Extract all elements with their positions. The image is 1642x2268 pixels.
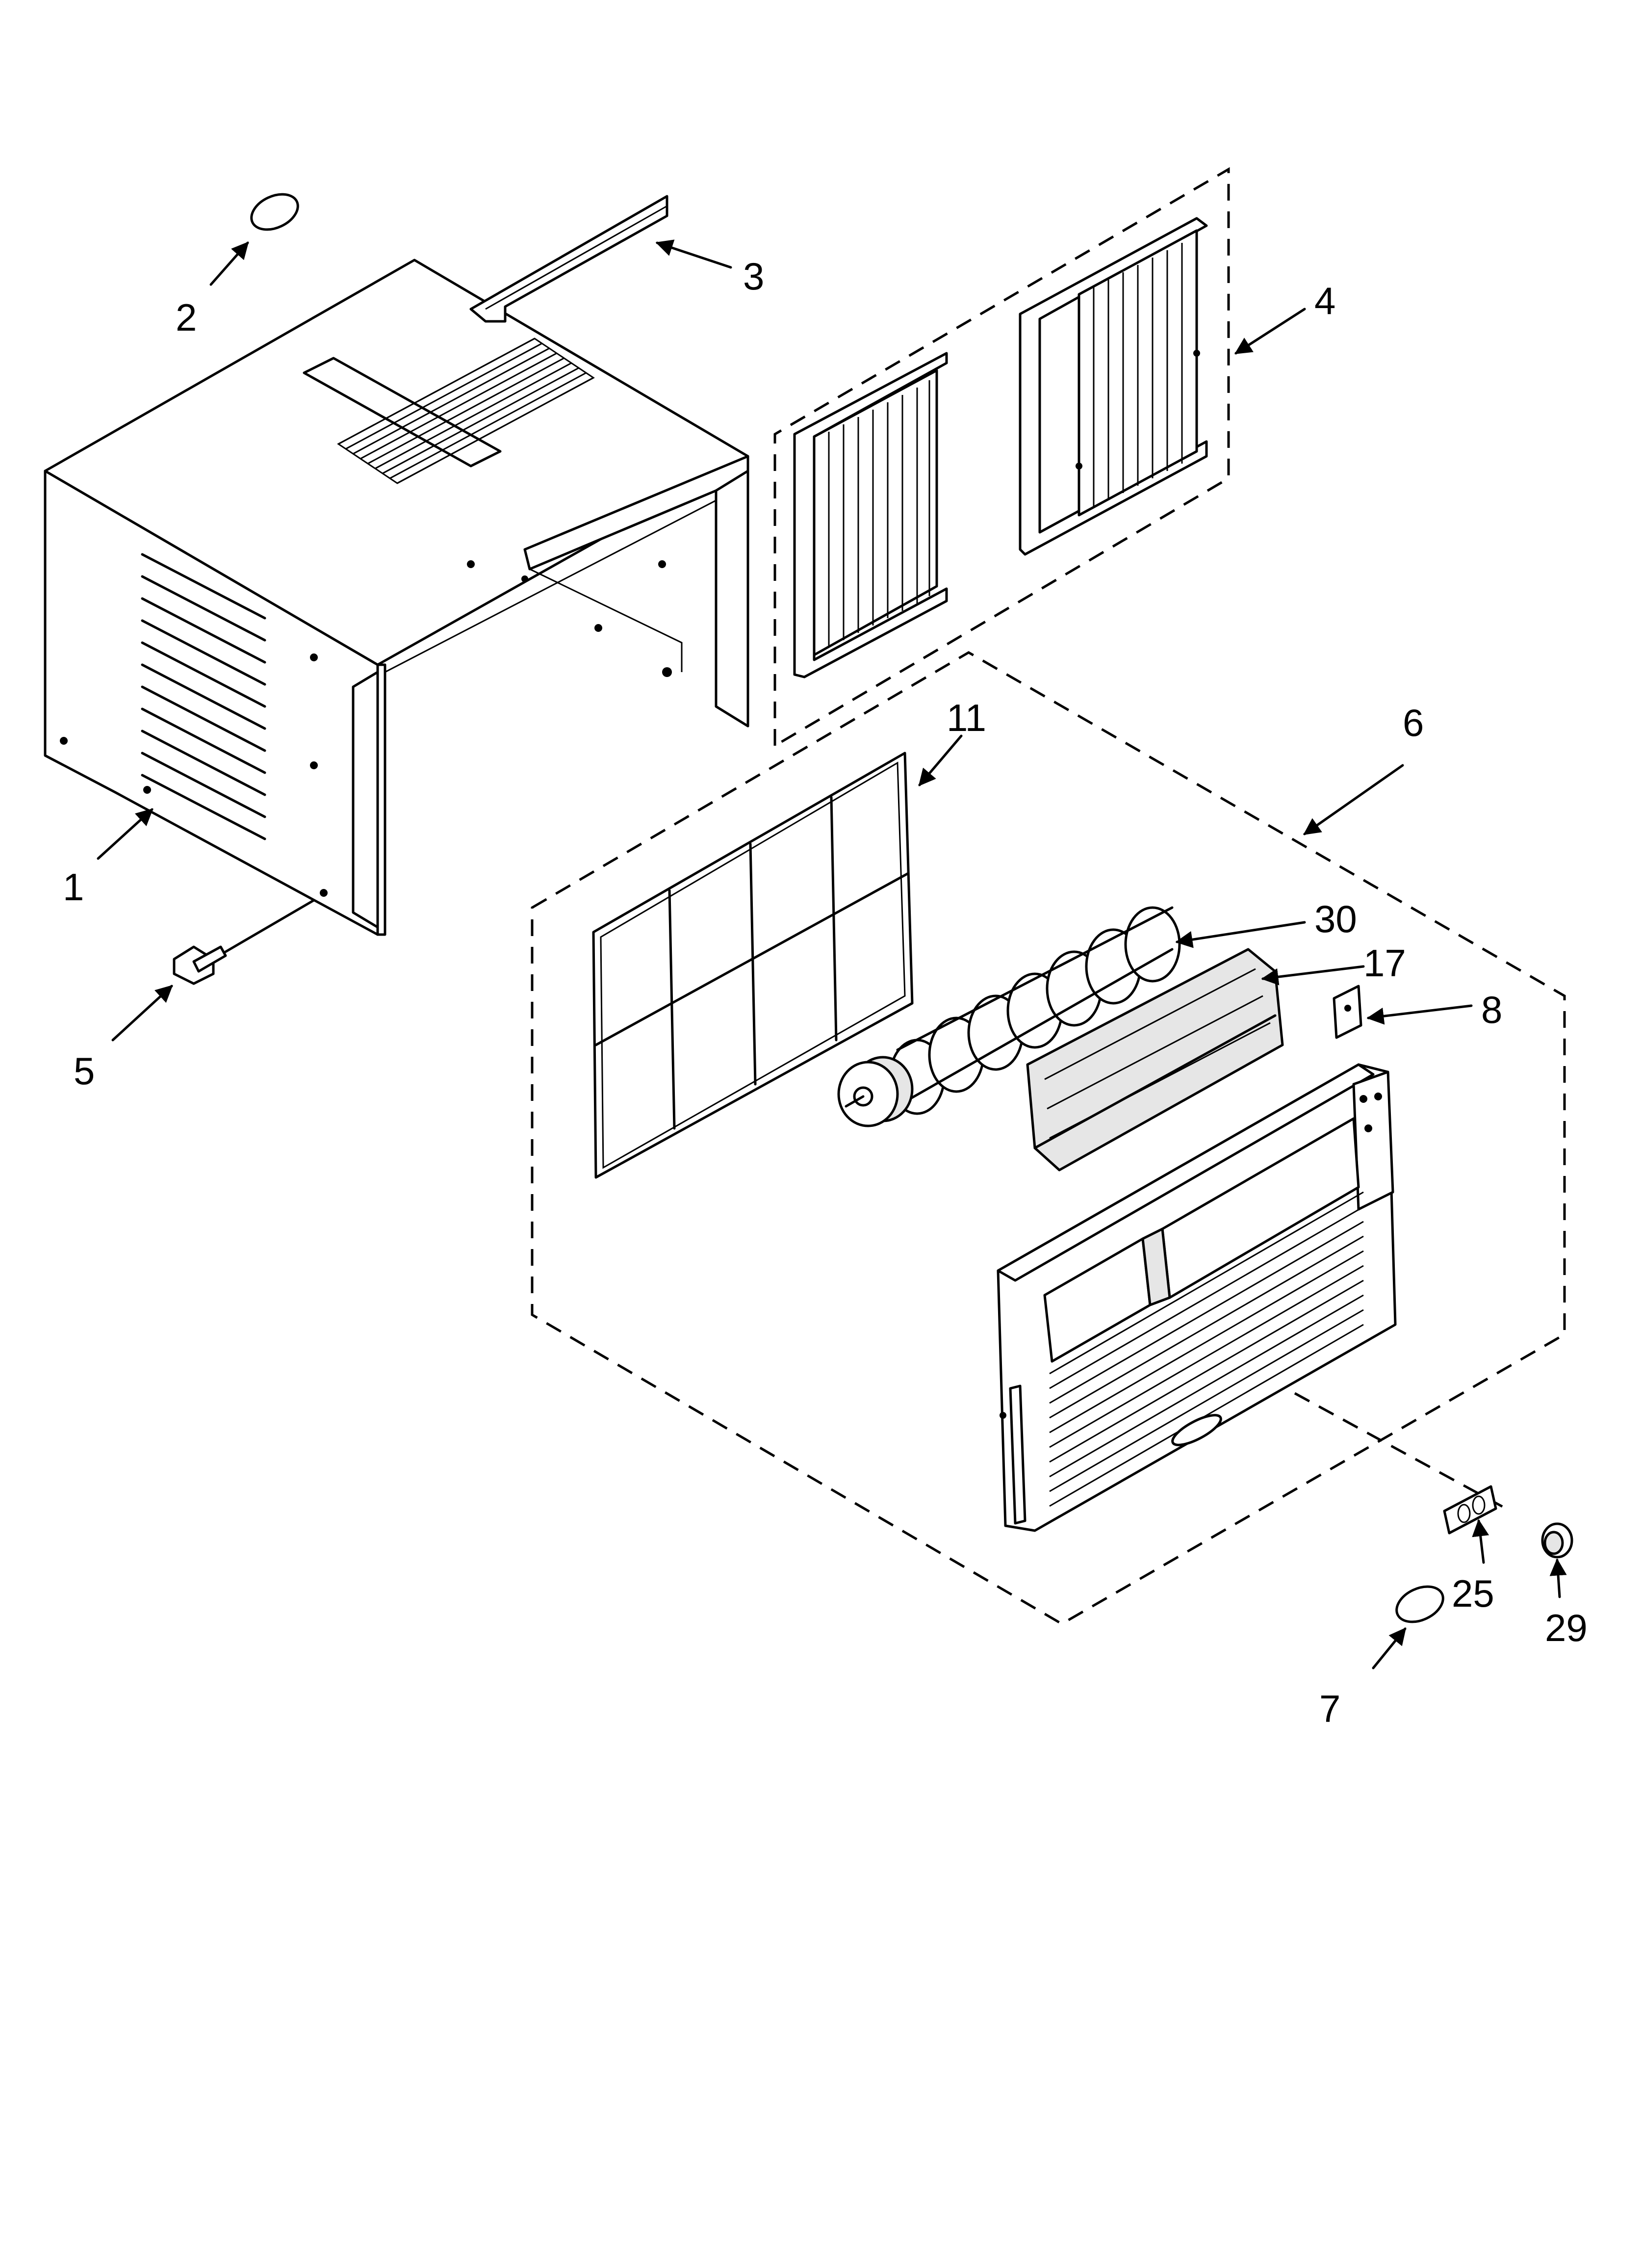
air-filter-part [592, 752, 914, 1179]
screw-part [173, 945, 227, 985]
top-vent-slots [337, 338, 595, 484]
callout-30: 30 [1314, 897, 1357, 940]
side-curtains-part [773, 167, 1230, 748]
bracket-part [1333, 985, 1362, 1039]
side-louvers [141, 553, 266, 840]
callout-25: 25 [1452, 1572, 1494, 1615]
cabinet-part [44, 259, 749, 936]
plug-part [250, 193, 299, 231]
callout-8: 8 [1481, 988, 1502, 1031]
front-assembly-box [531, 651, 1566, 1625]
louver-assembly-part [1026, 948, 1284, 1172]
blower-wheel-part [837, 906, 1181, 1127]
leader-lines [97, 239, 1567, 1669]
callout-7: 7 [1319, 1687, 1340, 1730]
callout-6: 6 [1403, 701, 1424, 744]
front-grille-part [997, 1063, 1397, 1532]
knob-part [1541, 1522, 1573, 1559]
callout-1: 1 [63, 865, 84, 909]
callout-5: 5 [74, 1049, 95, 1093]
callout-29: 29 [1545, 1606, 1588, 1649]
callout-3: 3 [743, 255, 764, 298]
top-rail-part [469, 195, 668, 323]
knob-panel-part [1443, 1485, 1497, 1535]
callout-4: 4 [1314, 279, 1335, 322]
callout-2: 2 [176, 296, 197, 339]
callout-11: 11 [947, 696, 986, 739]
callout-17: 17 [1363, 941, 1406, 985]
plug-part-lower [1395, 1585, 1444, 1623]
